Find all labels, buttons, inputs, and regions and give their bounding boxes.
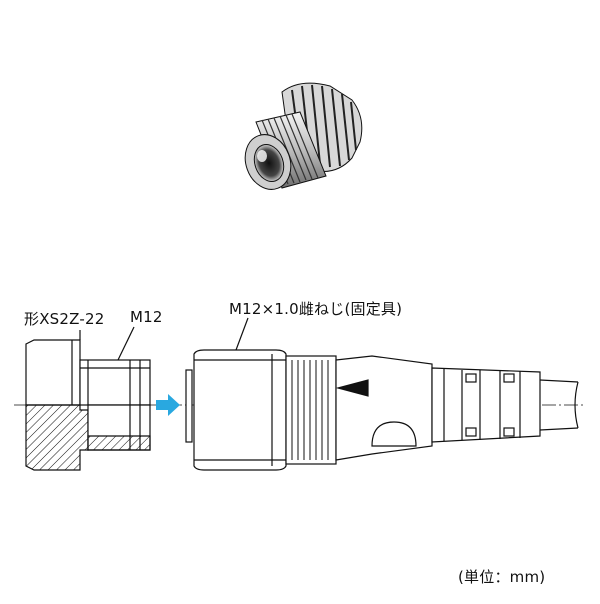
thread-size-label: M12 xyxy=(130,308,163,326)
connector-side-view xyxy=(185,317,579,471)
thread-description-label: M12×1.0雌ねじ(固定具) xyxy=(229,300,403,318)
xs2z-22-section-view xyxy=(25,326,151,471)
insert-arrow xyxy=(156,394,180,416)
adapter-3d-illustration xyxy=(244,82,363,190)
model-label: 形XS2Z-22 xyxy=(24,310,105,328)
unit-label: (単位：mm) xyxy=(458,568,546,586)
